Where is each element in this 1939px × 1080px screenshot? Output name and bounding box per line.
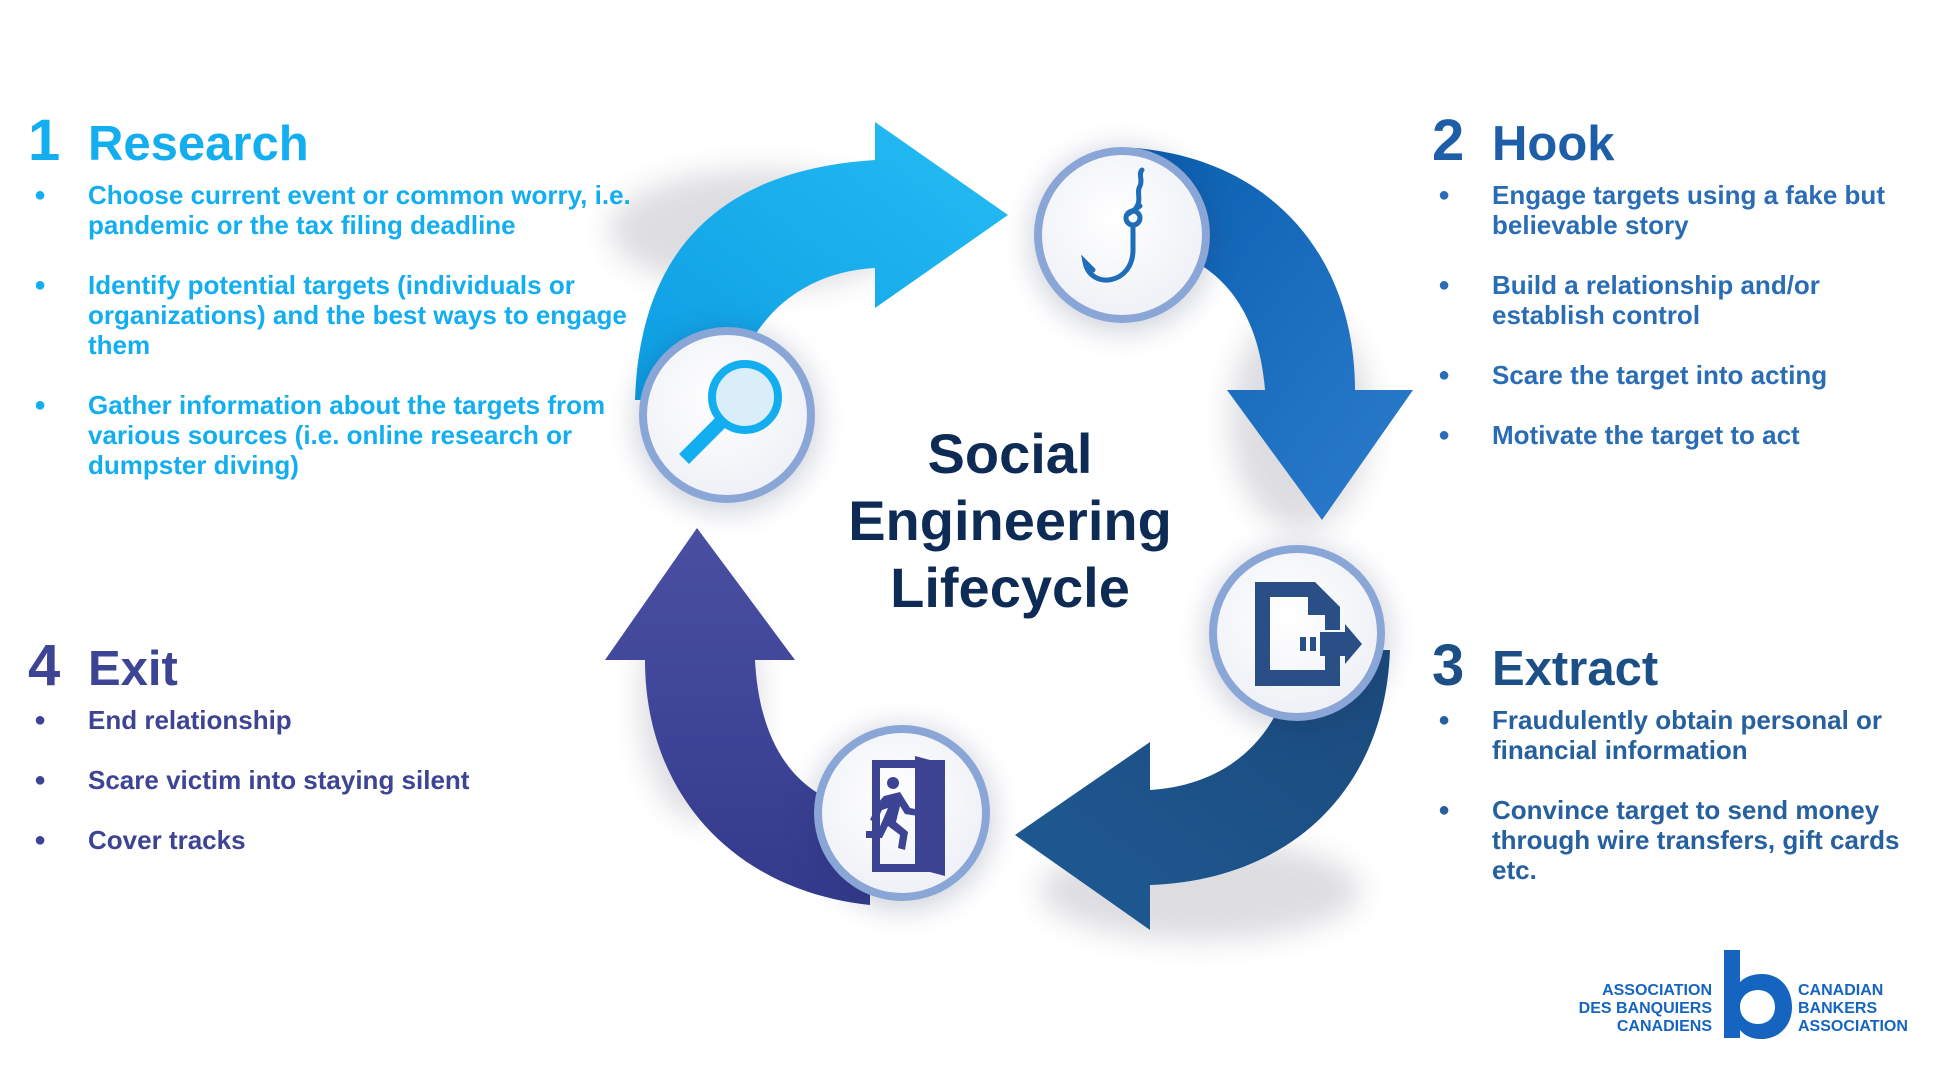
step-title: Exit bbox=[88, 642, 178, 696]
list-item: ● Identify potential targets (individuals… bbox=[28, 270, 648, 360]
step-exit-bullets: ● End relationship ● Scare victim into sta… bbox=[28, 705, 648, 855]
bullet-icon: ● bbox=[1438, 274, 1451, 296]
list-item: ● Convince target to send money through w… bbox=[1432, 795, 1932, 885]
bullet-icon: ● bbox=[34, 709, 47, 731]
bullet-text: Engage targets using a fake but believab… bbox=[1492, 180, 1885, 240]
bullet-text: End relationship bbox=[88, 705, 292, 735]
step-number: 3 bbox=[1432, 633, 1465, 698]
bullet-text: Build a relationship and/or establish co… bbox=[1492, 270, 1820, 330]
logo-en-line-1: CANADIAN bbox=[1798, 982, 1884, 999]
bullet-icon: ● bbox=[34, 274, 47, 296]
step-title: Extract bbox=[1492, 642, 1659, 696]
list-item: ● Engage targets using a fake but believa… bbox=[1432, 180, 1912, 240]
fish-hook-icon bbox=[1081, 167, 1145, 283]
arrow-exit-to-research bbox=[605, 528, 870, 905]
logo-en-line-2: BANKERS bbox=[1798, 1000, 1878, 1017]
diagram-title-line-1: Social bbox=[927, 422, 1093, 485]
list-item: ● Gather information about the targets fr… bbox=[28, 390, 648, 480]
diagram-title-line-2: Engineering bbox=[848, 489, 1172, 552]
step-number: 2 bbox=[1432, 108, 1465, 173]
logo-fr-line-3: CANADIENS bbox=[1616, 1018, 1712, 1035]
bullet-icon: ● bbox=[34, 184, 47, 206]
bullet-text: Fraudulently obtain personal or financia… bbox=[1492, 705, 1883, 765]
list-item: ● Cover tracks bbox=[28, 825, 648, 855]
list-item: ● Motivate the target to act bbox=[1432, 420, 1912, 450]
step-hook-header: 2 Hook bbox=[1432, 108, 1912, 174]
bullet-icon: ● bbox=[34, 394, 47, 416]
step-exit: 4 Exit ● End relationship ● Scare victim i… bbox=[28, 633, 648, 885]
bullet-text: Cover tracks bbox=[88, 825, 246, 855]
logo-text-french: ASSOCIATION DES BANQUIERS CANADIENS bbox=[1579, 982, 1712, 1036]
circle-hook bbox=[1030, 147, 1214, 332]
diagram-title-line-3: Lifecycle bbox=[890, 556, 1130, 619]
logo-en-line-3: ASSOCIATION bbox=[1798, 1018, 1908, 1035]
bullet-icon: ● bbox=[1438, 709, 1451, 731]
step-extract: 3 Extract ● Fraudulently obtain personal … bbox=[1432, 633, 1932, 915]
step-hook: 2 Hook ● Engage targets using a fake but … bbox=[1432, 108, 1912, 480]
step-exit-header: 4 Exit bbox=[28, 633, 648, 699]
logo-fr-line-1: ASSOCIATION bbox=[1602, 982, 1712, 999]
list-item: ● Choose current event or common worry, i… bbox=[28, 180, 648, 240]
list-item: ● Fraudulently obtain personal or financi… bbox=[1432, 705, 1932, 765]
step-title: Research bbox=[88, 117, 309, 171]
bullet-icon: ● bbox=[34, 829, 47, 851]
logo-b-icon bbox=[1724, 950, 1792, 1039]
bullet-text: Convince target to send money through wi… bbox=[1492, 795, 1900, 885]
bullet-text: Motivate the target to act bbox=[1492, 420, 1800, 450]
circle-exit bbox=[810, 725, 994, 910]
magnifier-icon bbox=[679, 360, 782, 464]
step-research: 1 Research ● Choose current event or comm… bbox=[28, 108, 648, 510]
step-number: 4 bbox=[28, 633, 61, 698]
file-export-icon bbox=[1255, 582, 1362, 686]
diagram-title: Social Engineering Lifecycle bbox=[820, 420, 1200, 621]
list-item: ● Build a relationship and/or establish c… bbox=[1432, 270, 1912, 330]
step-title: Hook bbox=[1492, 117, 1615, 171]
step-extract-bullets: ● Fraudulently obtain personal or financi… bbox=[1432, 705, 1932, 885]
cba-logo: ASSOCIATION DES BANQUIERS CANADIENS CANA… bbox=[1570, 948, 1930, 1040]
bullet-text: Scare the target into acting bbox=[1492, 360, 1828, 390]
bullet-text: Identify potential targets (individuals … bbox=[88, 270, 627, 360]
bullet-icon: ● bbox=[34, 769, 47, 791]
circle-extract bbox=[1205, 545, 1389, 730]
bullet-text: Scare victim into staying silent bbox=[88, 765, 470, 795]
list-item: ● End relationship bbox=[28, 705, 648, 735]
step-number: 1 bbox=[28, 108, 61, 173]
bullet-icon: ● bbox=[1438, 424, 1451, 446]
bullet-text: Gather information about the targets fro… bbox=[88, 390, 606, 480]
bullet-icon: ● bbox=[1438, 184, 1451, 206]
logo-text-english: CANADIAN BANKERS ASSOCIATION bbox=[1798, 982, 1908, 1036]
step-research-bullets: ● Choose current event or common worry, i… bbox=[28, 180, 648, 480]
logo-fr-line-2: DES BANQUIERS bbox=[1578, 1000, 1712, 1017]
bullet-icon: ● bbox=[1438, 799, 1451, 821]
step-hook-bullets: ● Engage targets using a fake but believa… bbox=[1432, 180, 1912, 450]
bullet-icon: ● bbox=[1438, 364, 1451, 386]
step-research-header: 1 Research bbox=[28, 108, 648, 174]
step-extract-header: 3 Extract bbox=[1432, 633, 1932, 699]
bullet-text: Choose current event or common worry, i.… bbox=[88, 180, 631, 240]
exit-door-icon bbox=[866, 756, 945, 876]
list-item: ● Scare victim into staying silent bbox=[28, 765, 648, 795]
list-item: ● Scare the target into acting bbox=[1432, 360, 1912, 390]
